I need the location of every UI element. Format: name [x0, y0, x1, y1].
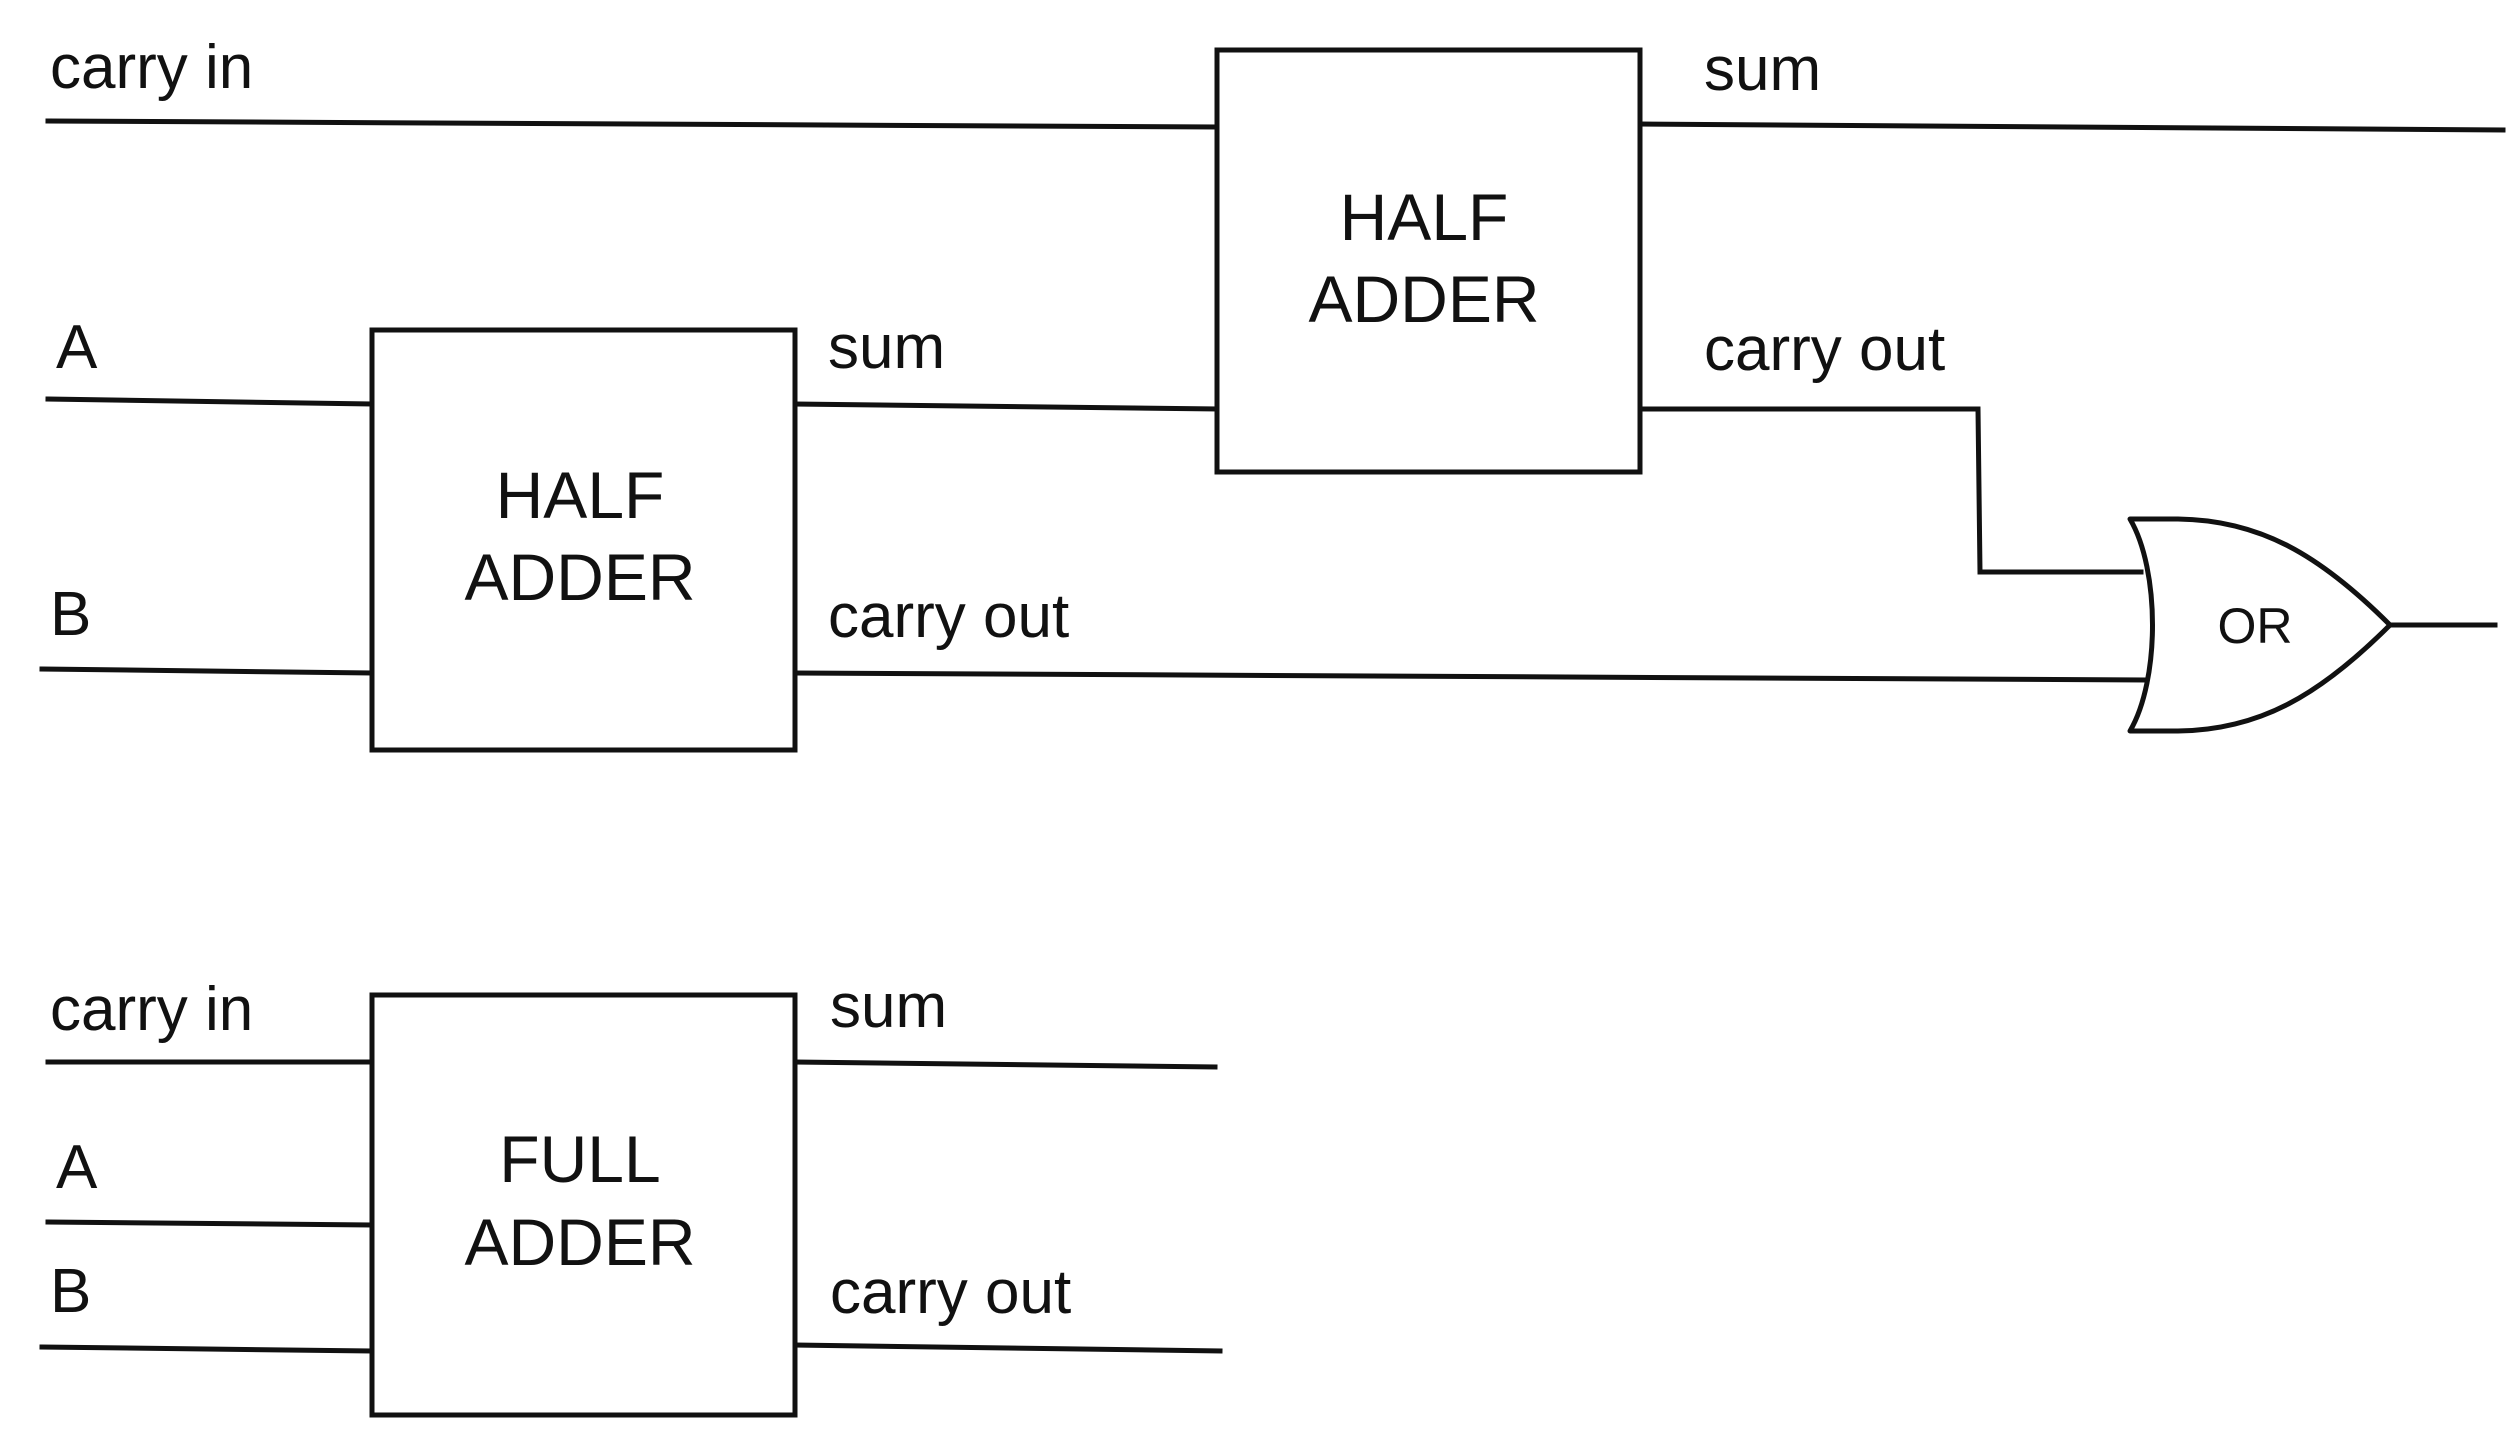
full-adder-line2: ADDER — [464, 1205, 695, 1279]
or-gate-shape — [2127, 516, 2393, 734]
fa-input-a-wire — [45, 1219, 373, 1228]
top-circuit: HALF ADDER HALF ADDER OR carry in A B su… — [39, 33, 2506, 753]
fa-carry-out-label: carry out — [830, 1258, 1071, 1327]
full-adder-line1: FULL — [499, 1122, 660, 1196]
half-adder-1: HALF ADDER — [369, 327, 798, 753]
half-adder-1-box — [369, 327, 798, 753]
fa-input-b-label: B — [50, 1257, 91, 1326]
ha2-sum-wire — [1637, 121, 2506, 133]
half-adder-2: HALF ADDER — [1214, 47, 1643, 475]
fa-sum-wire — [792, 1059, 1218, 1070]
ha1-sum-label: sum — [828, 313, 945, 382]
fa-carry-out-wire — [792, 1342, 1223, 1354]
ha2-carry-out-wire — [1637, 406, 2144, 575]
carry-in-label: carry in — [50, 33, 253, 102]
fa-sum-label: sum — [830, 972, 947, 1041]
carry-in-wire — [45, 118, 1220, 130]
ha2-carry-out-label: carry out — [1704, 315, 1945, 384]
or-gate-label: OR — [2218, 598, 2293, 654]
input-b-wire — [39, 666, 373, 676]
fa-carry-in-label: carry in — [50, 975, 253, 1044]
half-adder-1-line1: HALF — [496, 458, 665, 532]
half-adder-2-line2: ADDER — [1308, 262, 1539, 336]
ha1-carry-out-wire — [792, 670, 2148, 683]
fa-input-a-label: A — [56, 1133, 98, 1202]
half-adder-2-line1: HALF — [1340, 180, 1509, 254]
ha1-carry-out-label: carry out — [828, 582, 1069, 651]
input-a-wire — [45, 396, 373, 407]
input-a-label: A — [56, 313, 98, 382]
ha2-sum-label: sum — [1704, 35, 1821, 104]
full-adder-box — [369, 992, 798, 1418]
or-gate: OR — [2127, 516, 2393, 734]
input-b-label: B — [50, 580, 91, 649]
full-adder-block: FULL ADDER carry in A B sum carry out — [39, 972, 1223, 1418]
half-adder-2-box — [1214, 47, 1643, 475]
half-adder-1-line2: ADDER — [464, 540, 695, 614]
fa-input-b-wire — [39, 1344, 373, 1354]
ha1-sum-wire — [792, 401, 1220, 412]
